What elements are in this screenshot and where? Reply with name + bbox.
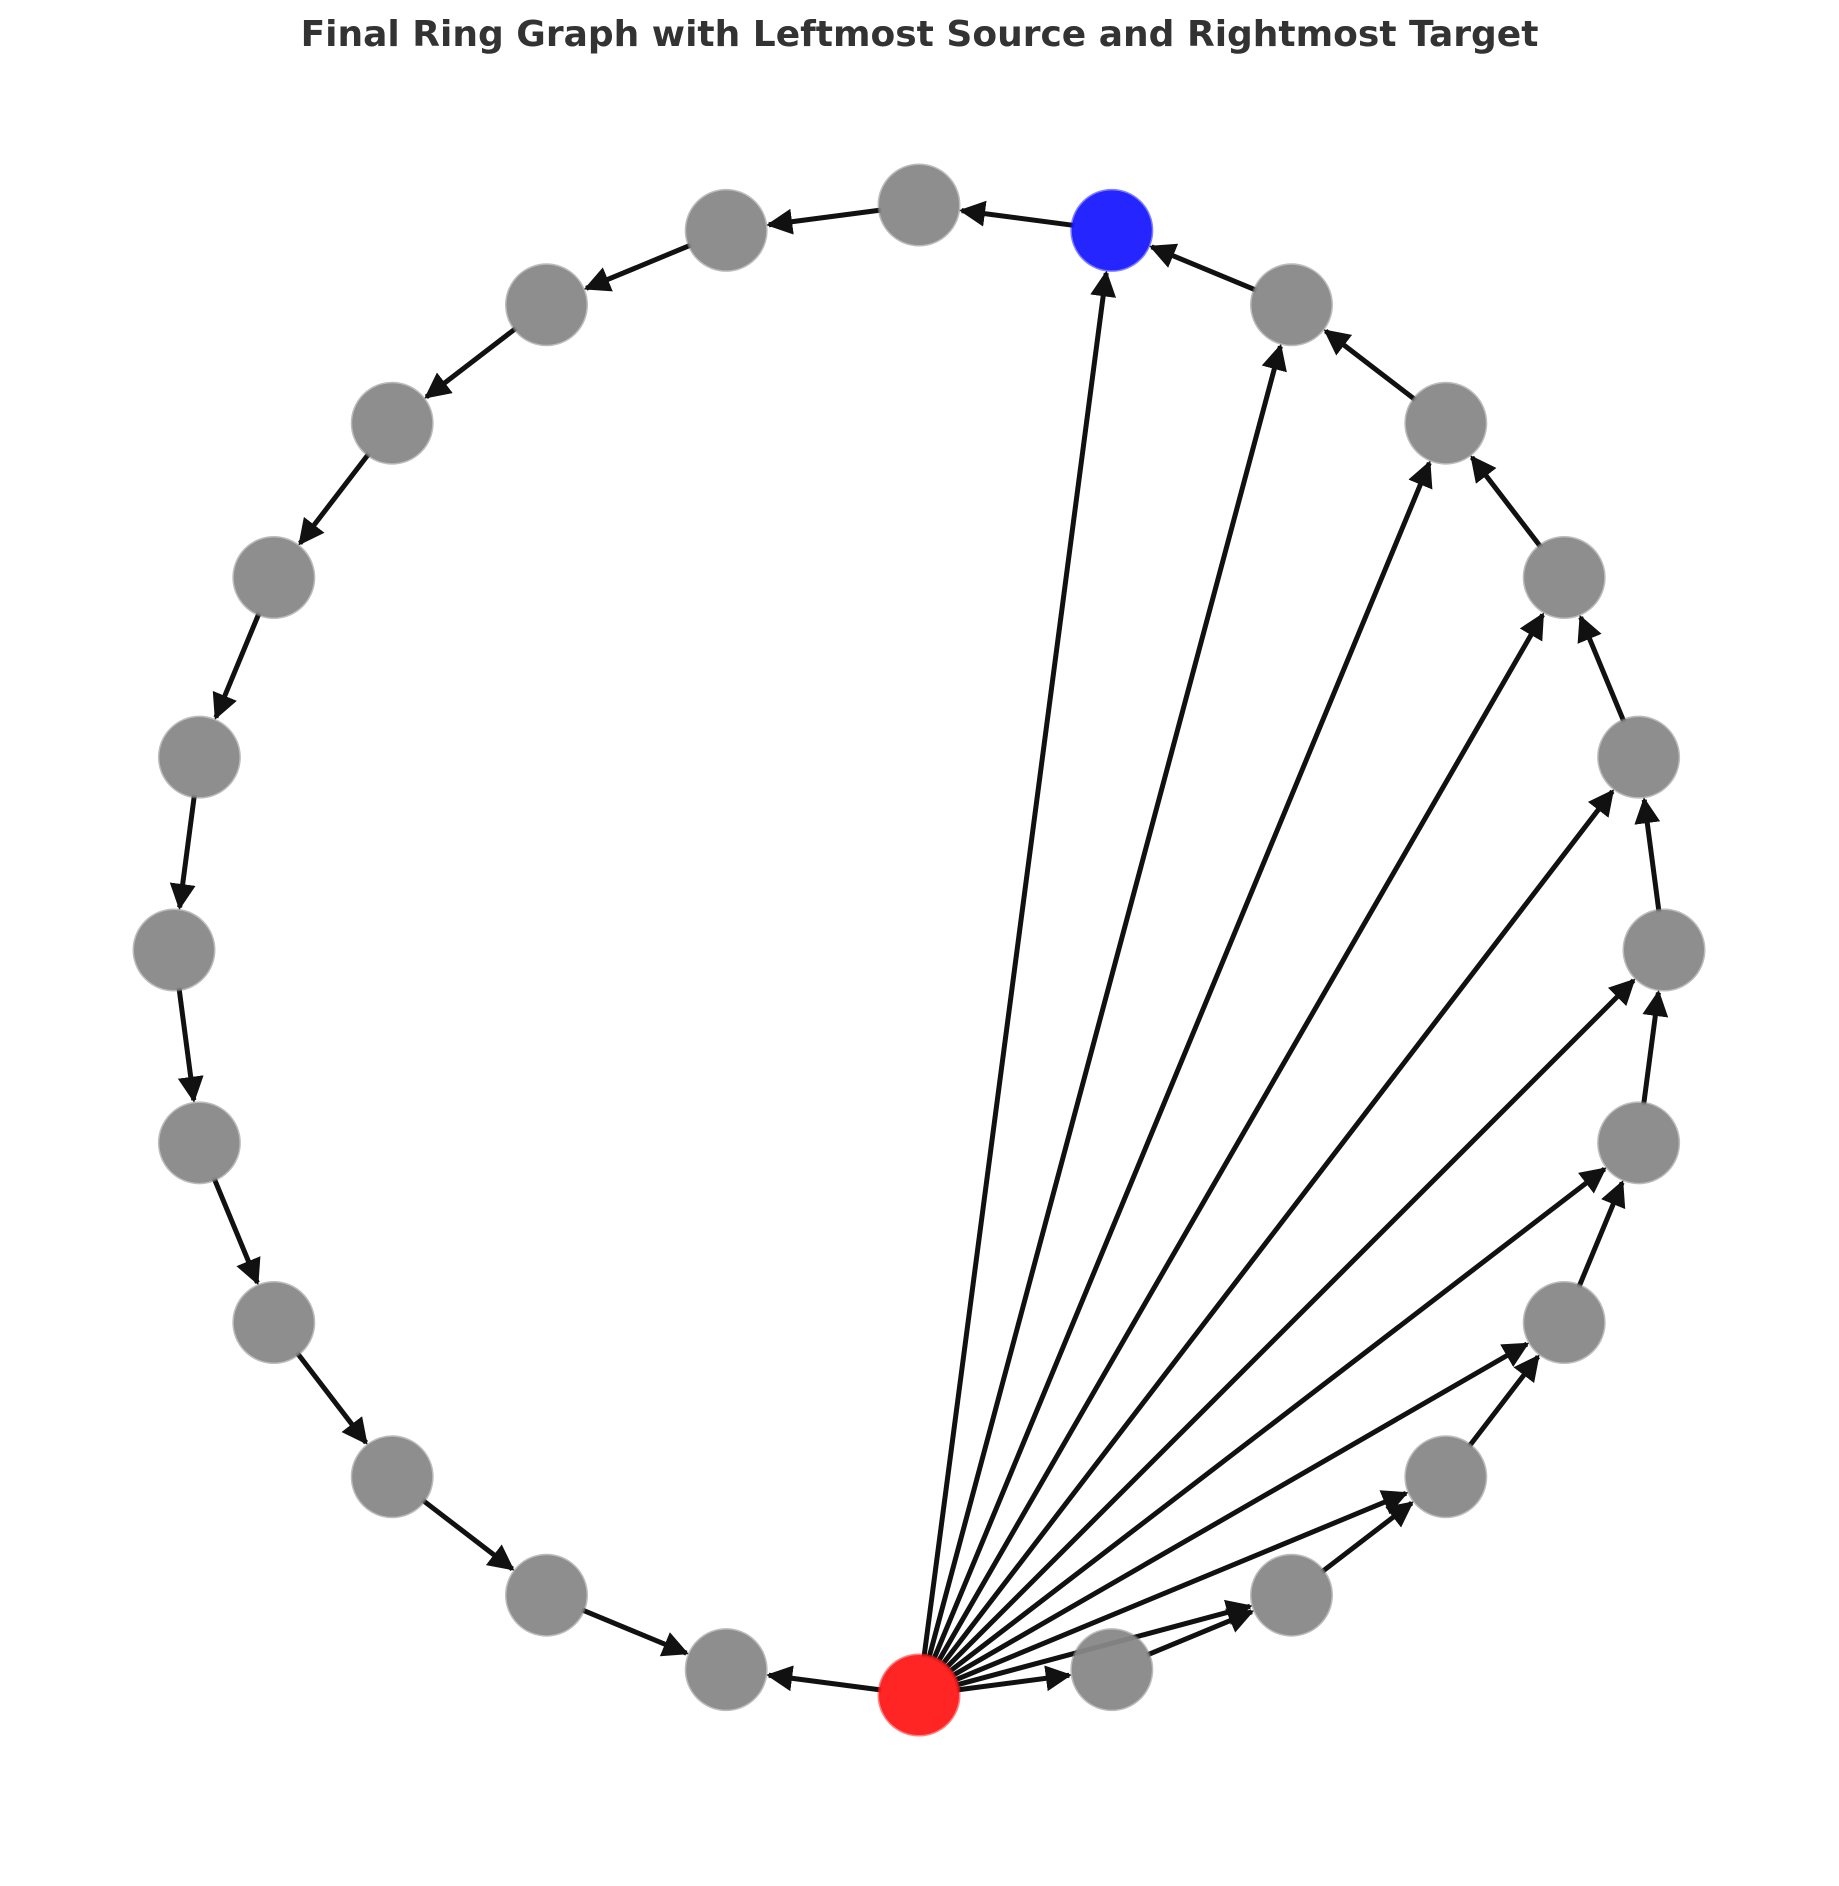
node-20 [232,1281,316,1364]
node-9 [1404,381,1488,465]
node-layer [132,163,1706,1737]
edge-16-to-17 [212,611,262,720]
node-8 [1522,536,1606,619]
edge-8-to-9 [1469,455,1544,549]
edge-0-to-9 [931,460,1433,1661]
node-18 [132,908,216,992]
edge-6-to-7 [1634,797,1662,913]
diagram-title: Final Ring Graph with Leftmost Source an… [300,14,1539,55]
edge-7-to-8 [1577,614,1627,724]
edge-17-to-18 [169,794,197,910]
edge-0-to-11 [921,270,1117,1658]
edge-layer [169,200,1669,1693]
edge-22-to-23 [580,1607,689,1657]
source-node [877,1653,961,1737]
edge-11-to-12 [959,200,1075,228]
edge-0-to-4 [950,1341,1530,1679]
target-node [1070,188,1154,272]
edge-12-to-13 [766,207,882,235]
edge-15-to-16 [298,451,372,546]
edge-9-to-10 [1323,329,1418,403]
node-17 [157,715,241,799]
node-5 [1597,1101,1681,1185]
edge-0-to-6 [944,978,1636,1670]
node-19 [157,1101,241,1185]
edge-20-to-21 [294,1351,369,1445]
edge-19-to-20 [211,1176,261,1286]
edge-3-to-4 [1466,1354,1540,1449]
edge-0-to-23 [766,1665,882,1693]
edge-0-to-3 [953,1490,1409,1683]
edge-5-to-6 [1641,990,1669,1106]
edge-18-to-19 [176,987,204,1103]
node-23 [684,1628,768,1712]
node-6 [1622,908,1706,992]
node-10 [1250,263,1333,347]
edge-0-to-7 [940,789,1615,1667]
node-13 [684,188,768,272]
edge-10-to-11 [1149,243,1258,293]
node-12 [877,163,961,247]
node-15 [350,381,434,465]
node-21 [350,1435,434,1519]
node-14 [505,263,588,347]
edge-4-to-5 [1576,1180,1626,1289]
edge-0-to-5 [947,1167,1607,1674]
node-4 [1522,1281,1606,1364]
edge-2-to-3 [1320,1500,1414,1575]
edge-14-to-15 [424,325,518,400]
node-7 [1597,715,1681,799]
node-1 [1070,1628,1154,1712]
edge-0-to-1 [956,1665,1072,1693]
edge-0-to-10 [926,343,1287,1659]
node-16 [232,536,316,619]
node-2 [1250,1553,1333,1637]
node-22 [505,1553,588,1637]
edge-0-to-8 [935,612,1545,1664]
node-3 [1404,1435,1488,1519]
edge-13-to-14 [583,242,693,292]
edge-21-to-22 [420,1497,515,1571]
